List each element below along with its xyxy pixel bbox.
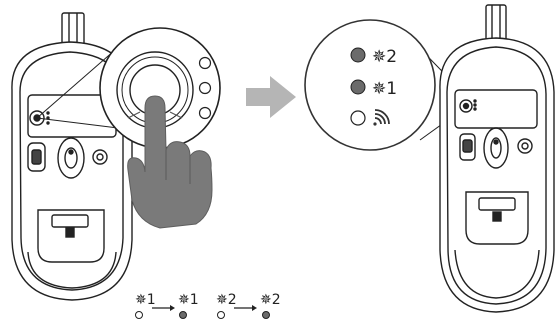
bluetooth-2-label: ✵2	[372, 47, 397, 67]
legend-label-1: ✵1	[135, 292, 156, 308]
legend-arrow-icon	[252, 305, 257, 311]
left-mouse-bottom	[11, 12, 133, 301]
right-mouse-bottom	[439, 4, 555, 313]
legend-led-filled-2	[262, 311, 270, 319]
left-pair-button	[29, 110, 45, 126]
legend-label-3: ✵2	[216, 292, 237, 308]
wireless-2.4g-icon	[373, 109, 390, 126]
left-dpi-button	[92, 149, 108, 165]
next-step-arrow-icon	[246, 76, 296, 118]
bluetooth-1-label: ✵1	[372, 79, 397, 99]
enlarged-led-2	[198, 81, 212, 95]
legend-led-filled-1	[179, 311, 187, 319]
left-sensor	[57, 137, 85, 179]
left-power-switch	[27, 142, 46, 172]
legend-led-empty-2	[217, 311, 225, 319]
left-magnifier	[36, 27, 221, 149]
legend-label-4: ✵2	[260, 292, 281, 308]
legend-label-2: ✵1	[178, 292, 199, 308]
right-callout: ✵2 ✵1	[304, 19, 471, 151]
led-wireless	[350, 110, 366, 126]
enlarged-led-1	[198, 56, 212, 70]
led-bt2	[350, 47, 366, 63]
legend-arrow-icon	[170, 305, 175, 311]
led-bt1	[350, 79, 366, 95]
enlarged-led-3	[198, 106, 212, 120]
left-battery-door	[37, 209, 105, 263]
right-callout-circle	[304, 19, 436, 151]
led-state-legend: ✵1 ✵1 ✵2 ✵2	[135, 292, 281, 319]
pointing-hand-icon	[127, 95, 213, 229]
right-pair-button	[459, 99, 473, 113]
legend-led-empty-1	[135, 311, 143, 319]
